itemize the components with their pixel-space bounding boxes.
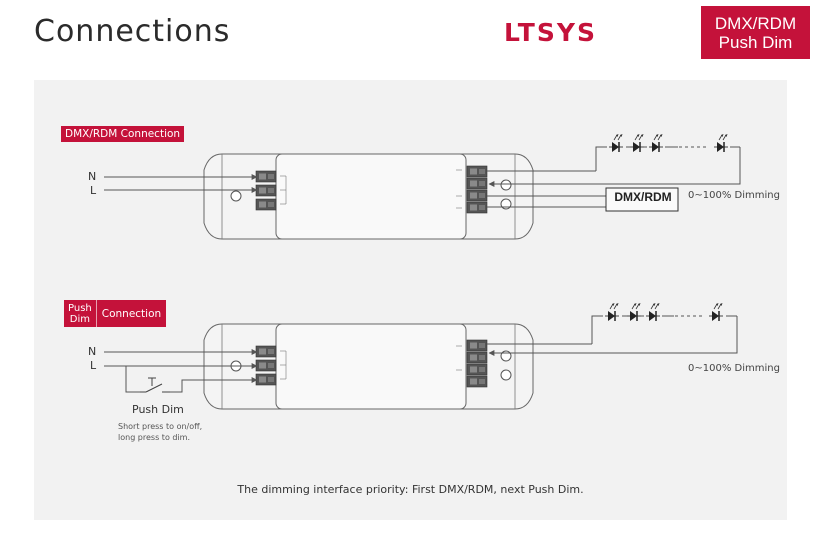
badge-line-2: Push Dim <box>718 32 793 52</box>
dmx-controller-box <box>605 187 679 212</box>
led-string-push <box>604 302 724 322</box>
brand-logo: LTSYS <box>504 18 597 47</box>
push-tag-rest: Connection <box>101 307 162 320</box>
push-switch-label: Push Dim <box>132 403 184 416</box>
dmx-connection-tag: DMX/RDM Connection <box>61 126 185 142</box>
dmx-input-n-label: N <box>88 170 97 183</box>
dmx-controller-label: DMX/RDM <box>614 190 672 204</box>
page-title: Connections <box>34 14 231 49</box>
push-tag-word-1: Push <box>68 302 92 314</box>
push-hint-line-2: long press to dim. <box>118 433 191 442</box>
wires-dmx <box>104 146 741 208</box>
push-input-n-label: N <box>88 345 97 358</box>
badge-line-1: DMX/RDM <box>714 13 797 33</box>
dmx-dimming-range: 0~100% Dimming <box>688 190 780 201</box>
driver-push <box>203 323 534 410</box>
dmx-input-l-label: L <box>90 184 97 197</box>
push-hint-line-1: Short press to on/off, <box>118 422 203 431</box>
push-tag-word-2: Dim <box>69 313 90 325</box>
push-connection-tag: Push Dim Connection <box>64 300 167 327</box>
push-switch-symbol <box>140 377 170 393</box>
led-string-dmx <box>608 133 729 153</box>
push-input-l-label: L <box>90 359 97 372</box>
product-badge: DMX/RDM Push Dim <box>701 6 810 59</box>
push-hint-text: Short press to on/off, long press to dim… <box>118 421 202 443</box>
push-dimming-range: 0~100% Dimming <box>688 363 780 374</box>
priority-note: The dimming interface priority: First DM… <box>237 483 584 496</box>
driver-dmx <box>203 153 534 240</box>
